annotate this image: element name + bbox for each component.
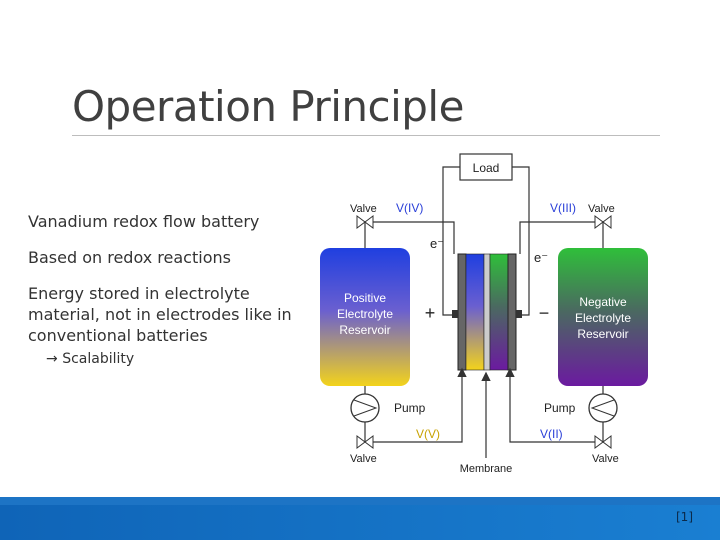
electron-left-label: e⁻ <box>430 236 444 251</box>
slide-title: Operation Principle <box>72 82 464 131</box>
negative-reservoir-line1: Negative <box>579 295 627 309</box>
negative-terminal <box>516 310 522 318</box>
top-left-pipe <box>364 221 455 254</box>
v-v-label: V(V) <box>416 427 440 441</box>
valve-bottom-left-label: Valve <box>350 453 377 465</box>
positive-terminal <box>452 310 458 318</box>
footer-accent <box>0 497 720 505</box>
valve-top-left-icon <box>356 215 374 229</box>
top-right-pipe <box>519 221 604 254</box>
flow-battery-diagram: Load Positive Electrolyte Reservoir Nega… <box>320 153 648 475</box>
valve-bottom-right-label: Valve <box>592 453 619 465</box>
title-divider <box>72 135 660 136</box>
valve-bottom-left-icon <box>356 435 374 449</box>
negative-reservoir-line3: Reservoir <box>577 327 628 341</box>
v-ii-label: V(II) <box>540 427 563 441</box>
valve-top-right-label: Valve <box>588 203 615 215</box>
right-electrode <box>507 253 517 371</box>
left-wire <box>442 166 460 316</box>
positive-reservoir-line2: Electrolyte <box>337 307 393 321</box>
membrane-label: Membrane <box>460 463 513 475</box>
valve-bottom-right-icon <box>594 435 612 449</box>
pump-right-label: Pump <box>544 401 576 415</box>
v-iii-label: V(III) <box>550 201 576 215</box>
bullet-scalability: → Scalability <box>46 351 134 367</box>
bullet-energy: Energy stored in electrolyte material, n… <box>28 284 292 345</box>
negative-reservoir-line2: Electrolyte <box>575 311 631 325</box>
pump-left-label: Pump <box>394 401 426 415</box>
arrow-right-icon: → <box>46 351 58 367</box>
v-iv-label: V(IV) <box>396 201 423 215</box>
positive-reservoir-line1: Positive <box>344 291 386 305</box>
plus-sign: + <box>425 303 436 323</box>
bottom-left-pipe <box>364 367 467 443</box>
scalability-label: Scalability <box>62 351 135 367</box>
load-label: Load <box>473 161 500 175</box>
citation: [1] <box>676 510 693 524</box>
bottom-right-pipe <box>505 367 604 443</box>
valve-top-left-label: Valve <box>350 203 377 215</box>
electron-right-label: e⁻ <box>534 250 548 265</box>
bullet-redox: Based on redox reactions <box>28 248 231 267</box>
negative-half-cell <box>489 253 509 371</box>
valve-top-right-icon <box>594 215 612 229</box>
left-electrode <box>457 253 467 371</box>
bullet-vanadium: Vanadium redox flow battery <box>28 212 260 231</box>
positive-reservoir-line3: Reservoir <box>339 323 390 337</box>
membrane-bar <box>483 253 491 371</box>
positive-reservoir <box>320 248 410 386</box>
minus-sign: − <box>539 303 550 323</box>
positive-half-cell <box>465 253 485 371</box>
pump-right-arrow <box>590 399 615 417</box>
pump-left-arrow <box>353 399 378 417</box>
negative-reservoir <box>558 248 648 386</box>
